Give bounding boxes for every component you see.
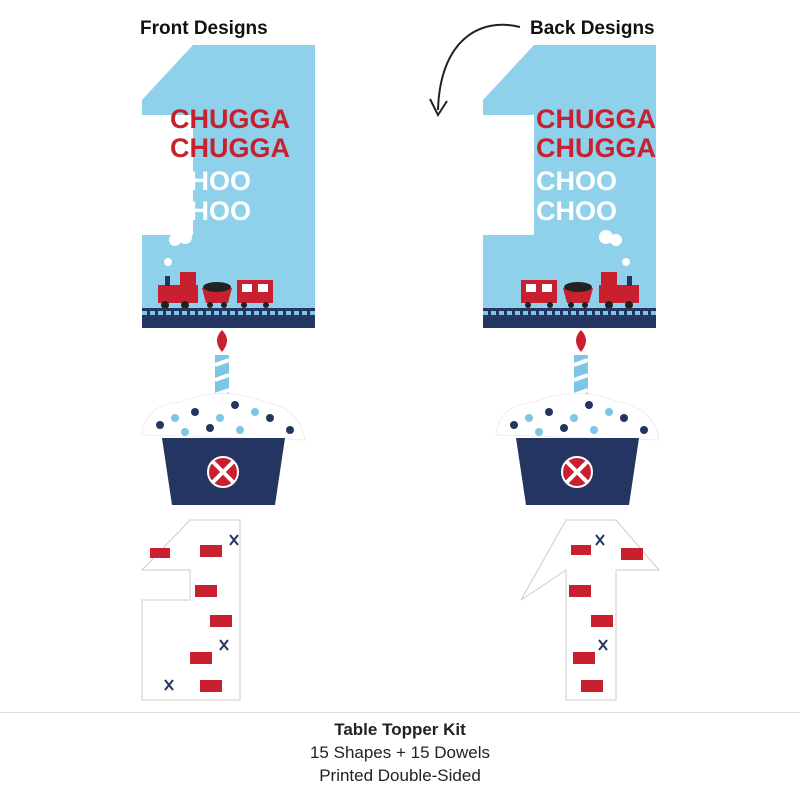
caption-shapes-dowels: 15 Shapes + 15 Dowels [309,743,491,762]
number-one-chugga-topper: CHUGGA CHUGGA CHOO CHOO [140,45,315,701]
topper-word-2: CHUGGA [170,133,290,163]
cupcake-topper [495,330,660,505]
curved-arrow-icon [429,23,521,118]
number-one-train-pattern-topper [520,519,661,701]
cupcake-topper [141,330,306,505]
topper-word-4: CHOO [536,196,617,226]
topper-word-4: CHOO [170,196,251,226]
train-icon [158,272,273,309]
number-one-chugga-topper-back: CHUGGA CHUGGA CHOO CHOO [483,45,661,701]
topper-word-2: CHUGGA [536,133,656,163]
back-designs-heading: Back Designs [530,18,655,39]
caption-double-sided: Printed Double-Sided [319,766,481,785]
front-designs-heading: Front Designs [140,18,268,39]
caption-title: Table Topper Kit [334,720,466,739]
number-one-train-pattern-topper [140,519,241,701]
topper-word-1: CHUGGA [170,104,290,134]
topper-word-1: CHUGGA [536,104,656,134]
smoke-clouds-icon [164,230,192,266]
train-icon [521,272,639,309]
back-design-column: CHUGGA CHUGGA CHOO CHOO [481,40,661,710]
smoke-clouds-icon [599,230,630,266]
topper-word-3: CHOO [536,166,617,196]
front-design-column: CHUGGA CHUGGA CHOO CHOO [140,40,320,710]
topper-word-3: CHOO [170,166,251,196]
caption-divider [0,712,800,713]
